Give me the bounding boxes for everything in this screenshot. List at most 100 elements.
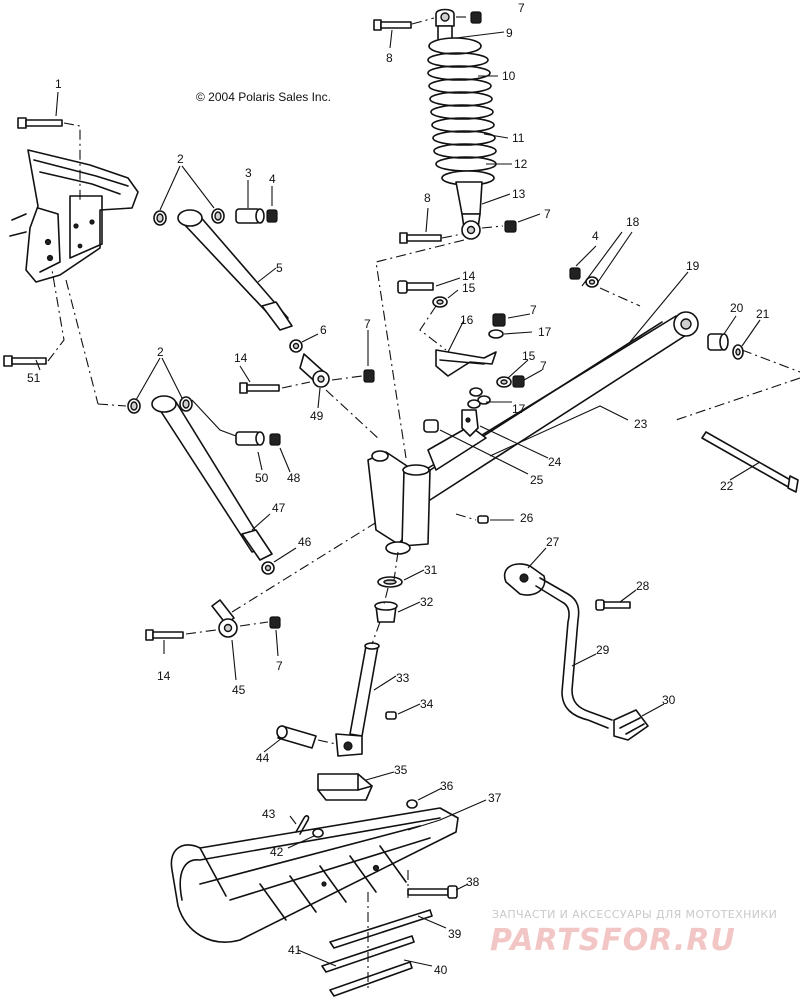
grease-fitting-part-26: [455, 513, 489, 524]
callout-1: 1: [55, 77, 62, 91]
ball-joint-part-46: [261, 561, 275, 575]
callout-35: 35: [394, 763, 408, 777]
leader-lower-bushing: [191, 399, 237, 437]
callout-45: 45: [232, 683, 246, 697]
shock-spring-part-10: [427, 52, 497, 172]
callout-40: 40: [434, 963, 448, 977]
callout-14-steering: 14: [462, 269, 476, 283]
callout-16: 16: [460, 313, 474, 327]
callout-4-upper: 4: [269, 172, 276, 186]
centerline-part-18: [599, 287, 641, 307]
damper-pad-part-35: [317, 773, 373, 801]
carbide-part-40: [329, 961, 413, 997]
centerline-part-22: [675, 377, 800, 421]
frame-bracket: [9, 149, 139, 283]
rod-end-part-49: [299, 353, 330, 388]
callout-50: 50: [255, 471, 269, 485]
callout-8-bottom: 8: [424, 191, 431, 205]
callout-27: 27: [546, 535, 560, 549]
limiter-part-24: [461, 409, 479, 437]
nut-part-4-upper: [266, 209, 278, 223]
centerline-frame-vertical: [65, 279, 99, 405]
callout-4-trailing: 4: [592, 229, 599, 243]
callout-39: 39: [448, 927, 462, 941]
callout-7-shock-bottom: 7: [544, 207, 551, 221]
callout-17-upper: 17: [538, 325, 552, 339]
callout-36: 36: [440, 779, 454, 793]
washer-part-21: [732, 344, 744, 360]
washer-part-15-lower: [496, 376, 512, 388]
shock-absorber-assembly: [427, 8, 497, 240]
callout-48: 48: [287, 471, 301, 485]
callout-22: 22: [720, 479, 734, 493]
callout-10: 10: [502, 69, 516, 83]
callout-46: 46: [298, 535, 312, 549]
callout-32: 32: [420, 595, 434, 609]
nut-part-7-bracket: [492, 313, 506, 327]
washer-part-31: [377, 576, 403, 588]
callout-7-upper-arm: 7: [364, 317, 371, 331]
nut-part-48: [269, 433, 281, 446]
callout-51: 51: [27, 371, 41, 385]
ball-joint-part-6: [289, 339, 303, 353]
callout-5: 5: [276, 261, 283, 275]
callout-41: 41: [288, 943, 302, 957]
callout-28: 28: [636, 579, 650, 593]
washer-part-36: [406, 799, 418, 809]
bolt-part-22: [701, 431, 799, 493]
callout-14-lower: 14: [157, 669, 171, 683]
washers-part-17-stack: [467, 387, 491, 409]
steering-arm-part-27: [503, 563, 546, 596]
leader-lines: [35, 29, 761, 967]
callout-13: 13: [512, 187, 526, 201]
washer-part-15-upper: [432, 296, 448, 308]
callout-7-bracket: 7: [530, 303, 537, 317]
callout-44: 44: [256, 751, 270, 765]
centerline-bracket: [419, 305, 447, 351]
centerline-frame-to-lower-arm: [97, 403, 127, 407]
centerline-lower-arm-to-spindle: [231, 519, 381, 613]
callout-3: 3: [245, 166, 252, 180]
bolt-part-51: [3, 269, 65, 367]
ski-part-37: [170, 807, 459, 943]
wear-bar-part-39: [329, 909, 433, 949]
callout-17-lower: 17: [512, 402, 526, 416]
callout-38: 38: [466, 875, 480, 889]
nut-part-4-trailing-arm: [569, 267, 581, 280]
centerline-part-21: [741, 349, 800, 373]
spindle-centerline: [371, 551, 399, 645]
callout-18: 18: [626, 215, 640, 229]
bushings-part-2-upper: [153, 208, 225, 226]
callout-49: 49: [310, 409, 324, 423]
callout-19: 19: [686, 259, 700, 273]
bolt-part-14-lower: [145, 629, 217, 641]
bushing-part-32: [374, 601, 398, 623]
callout-30: 30: [662, 693, 676, 707]
ski-hardware-part-42: [312, 828, 324, 838]
callout-9: 9: [506, 26, 513, 40]
bushing-part-20: [707, 333, 729, 351]
bolt-part-8-top: [373, 17, 435, 31]
nut-part-7-shock-top: [456, 11, 482, 24]
callout-43: 43: [262, 807, 276, 821]
callout-33: 33: [396, 671, 410, 685]
upper-control-arm-part-5: [177, 209, 293, 331]
steering-rod-part-29: [535, 577, 613, 729]
callout-12: 12: [514, 157, 528, 171]
callout-6: 6: [320, 323, 327, 337]
rod-end-part-45: [211, 599, 238, 638]
cotter-pin-part-43: [295, 815, 310, 835]
callout-7-shock-top: 7: [518, 1, 525, 15]
callout-25: 25: [530, 473, 544, 487]
callout-34: 34: [420, 697, 434, 711]
callout-29: 29: [596, 643, 610, 657]
callout-7-limiter: 7: [540, 359, 547, 373]
watermark: ЗАПЧАСТИ И АКСЕССУАРЫ ДЛЯ МОТОТЕХНИКИ PA…: [490, 908, 777, 958]
pin-part-44: [276, 725, 337, 749]
nut-part-7-limiter: [512, 375, 525, 388]
spacer-part-25: [423, 419, 439, 433]
callout-21: 21: [756, 307, 770, 321]
washer-part-18: [585, 276, 599, 288]
callout-23: 23: [634, 417, 648, 431]
